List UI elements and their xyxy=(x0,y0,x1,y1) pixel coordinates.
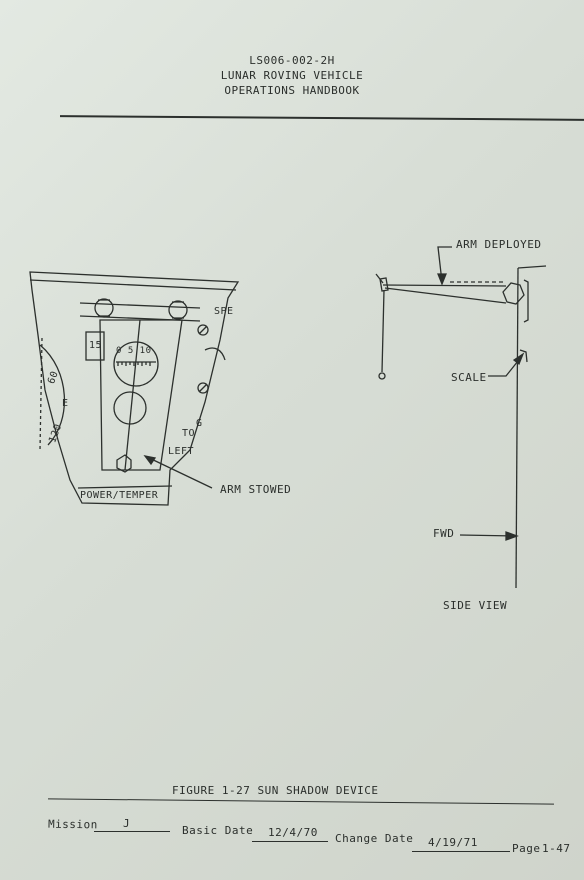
callout-scale: SCALE xyxy=(451,371,487,384)
page-number: 1-47 xyxy=(542,842,571,855)
label-e: E xyxy=(62,398,69,409)
mission-label: Mission xyxy=(47,817,98,832)
figure-caption: FIGURE 1-27 SUN SHADOW DEVICE xyxy=(172,784,379,797)
change-date-value: 4/19/71 xyxy=(428,836,478,849)
label-power-temper: POWER/TEMPER xyxy=(80,490,159,501)
label-15: 15 xyxy=(89,340,103,351)
dial-numbers: 0 5 10 xyxy=(116,346,152,356)
callout-fwd: FWD xyxy=(433,527,455,540)
document-title-line2: OPERATIONS HANDBOOK xyxy=(224,84,360,97)
label-g: G xyxy=(196,418,203,429)
fwd-leader xyxy=(459,534,515,537)
basic-date-label: Basic Date xyxy=(182,824,254,837)
page-label: Page xyxy=(512,842,541,855)
label-to: TO xyxy=(182,428,196,439)
mission-value: J xyxy=(123,817,131,830)
label-left: LEFT xyxy=(168,446,195,457)
basic-date-value: 12/4/70 xyxy=(268,826,318,839)
arm-stowed-leader xyxy=(144,455,213,489)
basic-date-underline xyxy=(252,841,328,842)
document-title-line1: LUNAR ROVING VEHICLE xyxy=(220,69,364,82)
control-panel-drawing xyxy=(29,271,240,506)
callout-arm-stowed: ARM STOWED xyxy=(220,483,292,496)
label-spe: SPE xyxy=(214,306,234,317)
side-view-drawing xyxy=(375,265,547,589)
change-date-underline xyxy=(412,851,510,852)
arm-deployed-leader xyxy=(437,246,452,283)
callout-arm-deployed: ARM DEPLOYED xyxy=(456,238,542,251)
mission-underline xyxy=(94,831,170,832)
side-view-label: SIDE VIEW xyxy=(443,599,508,612)
change-date-label: Change Date xyxy=(335,832,414,845)
document-number: LS006-002-2H xyxy=(249,54,335,67)
